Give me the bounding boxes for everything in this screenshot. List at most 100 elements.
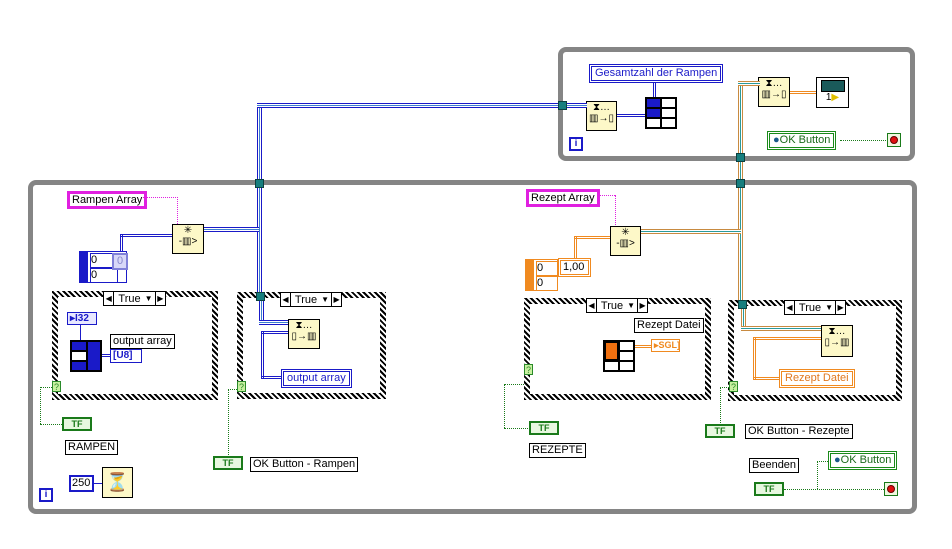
index-0[interactable]: 0 [536,261,558,276]
quit-boolean-control[interactable]: TF [754,482,784,496]
ramp-wire [257,103,587,108]
wire [817,461,828,462]
wire [259,320,288,325]
wait-ms-node[interactable]: ⏳ [102,467,133,498]
wire [741,326,821,331]
ok-button-ramps-control[interactable]: TF [213,456,243,470]
xy-graph-node[interactable]: 1▶ [816,77,849,108]
recipe-element-constant[interactable]: 1,00 [558,258,591,277]
index-1[interactable]: 0 [90,268,118,283]
tunnel [736,153,745,162]
total-ramps-indicator[interactable]: Gesamtzahl der Rampen [589,64,724,83]
wire [80,325,81,340]
ok-button-local-main[interactable]: ●OK Button [828,451,898,470]
wire [143,197,178,198]
case-value: True [600,299,624,312]
wire [635,345,652,348]
metronome-icon: ⏳ [106,472,129,492]
ramp-element-constant[interactable]: 0 [112,253,128,270]
recipes-boolean-control[interactable]: TF [529,421,559,435]
wire [598,195,615,196]
recipe-array-constant[interactable]: 0 0 [525,259,558,291]
dropdown-icon[interactable]: ▼ [321,295,330,304]
index-1[interactable]: 0 [536,276,558,291]
index-display [526,260,534,290]
increment-arrow-icon[interactable]: ▶ [637,299,647,312]
output-array-indicator[interactable]: output array [281,369,352,388]
wire [790,91,816,94]
wire [753,337,821,340]
wire [261,376,283,379]
build-array-node [70,340,102,372]
ramp-array-control[interactable]: Rampen Array [67,191,148,209]
case-selector-recipes-2[interactable]: ◀ True ▼ ▶ [784,300,846,315]
unflatten-node-2[interactable]: ⧗…▥→▯ [758,77,790,107]
unflatten-node-recipes[interactable]: ⧗…▯→▥ [821,325,853,357]
star-icon: ✳ [183,225,193,236]
ok-button-local-label: OK Button [779,134,831,146]
case-value: True [294,293,318,306]
ok-button-local-top[interactable]: ●OK Button [767,131,837,150]
dropdown-icon[interactable]: ▼ [144,294,153,303]
recipe-file-indicator[interactable]: Rezept Datei [779,369,855,388]
ok-button-local-label: OK Button [840,454,892,466]
dropdown-icon[interactable]: ▼ [627,301,636,310]
wire [102,354,112,357]
unflatten-node-ramps[interactable]: ⧗…▯→▥ [288,319,320,349]
ok-button-recipes-control[interactable]: TF [705,424,735,438]
case-selector-terminal-ramps-2: ? [237,381,246,392]
tunnel [255,179,264,188]
wire [504,384,524,385]
wire [94,483,102,484]
case-selector-terminal-recipes-1: ? [524,364,533,375]
recipe-wire [738,81,760,86]
wire [504,384,505,428]
quit-label: Beenden [749,458,800,473]
hourglass-icon: ⧗… [765,78,783,89]
decrement-arrow-icon[interactable]: ◀ [104,292,115,305]
ramp-wire [257,103,262,298]
graph-index: 1 [825,92,832,103]
star-icon: ✳ [621,227,630,238]
wire [261,331,264,378]
case-selector-recipes-1[interactable]: ◀ True ▼ ▶ [586,298,648,313]
wire [259,298,264,324]
element-to-array-icon: ▯→▥ [824,337,850,348]
recipe-array-control[interactable]: Rezept Array [526,189,600,207]
decrement-arrow-icon[interactable]: ◀ [587,299,597,312]
hourglass-icon: ⧗… [592,102,611,113]
ramps-boolean-control[interactable]: TF [62,417,92,431]
decrement-arrow-icon[interactable]: ◀ [281,293,291,306]
wire [40,424,62,425]
stop-condition-top[interactable] [887,133,901,147]
hourglass-icon: ⧗… [828,326,846,337]
ramps-label: RAMPEN [65,440,119,455]
increment-arrow-icon[interactable]: ▶ [835,301,845,314]
hourglass-icon: ⧗… [295,320,313,331]
increment-arrow-icon[interactable]: ▶ [331,293,341,306]
wire [177,197,178,224]
unflatten-node[interactable]: ⧗…▥→▯ [586,101,617,131]
decrement-arrow-icon[interactable]: ◀ [785,301,795,314]
recipe-wire [738,81,743,306]
index-display [80,252,88,282]
wait-ms-constant[interactable]: 250 [69,475,94,492]
wire [720,387,721,423]
replace-array-subset-node-recipes[interactable]: ✳-▥> [610,226,641,256]
ok-button-recipes-label: OK Button - Rezepte [745,424,853,439]
replace-array-subset-node-ramps[interactable]: ✳-▥> [172,224,204,254]
ok-button-ramps-label: OK Button - Rampen [250,457,359,472]
dropdown-icon[interactable]: ▼ [825,303,834,312]
index-array-node [603,340,635,372]
case-value: True [118,292,141,305]
case-selector-ramps-1[interactable]: ◀ True ▼ ▶ [103,291,166,306]
wire [228,389,229,457]
wire [641,229,741,234]
increment-arrow-icon[interactable]: ▶ [154,292,165,305]
wire [753,377,781,380]
i32-constant: ▸I32 [67,312,97,325]
stop-condition-main[interactable] [884,482,898,496]
case-selector-ramps-2[interactable]: ◀ True ▼ ▶ [280,292,342,307]
wire [40,387,52,388]
main-loop-iteration-terminal: i [39,488,53,502]
